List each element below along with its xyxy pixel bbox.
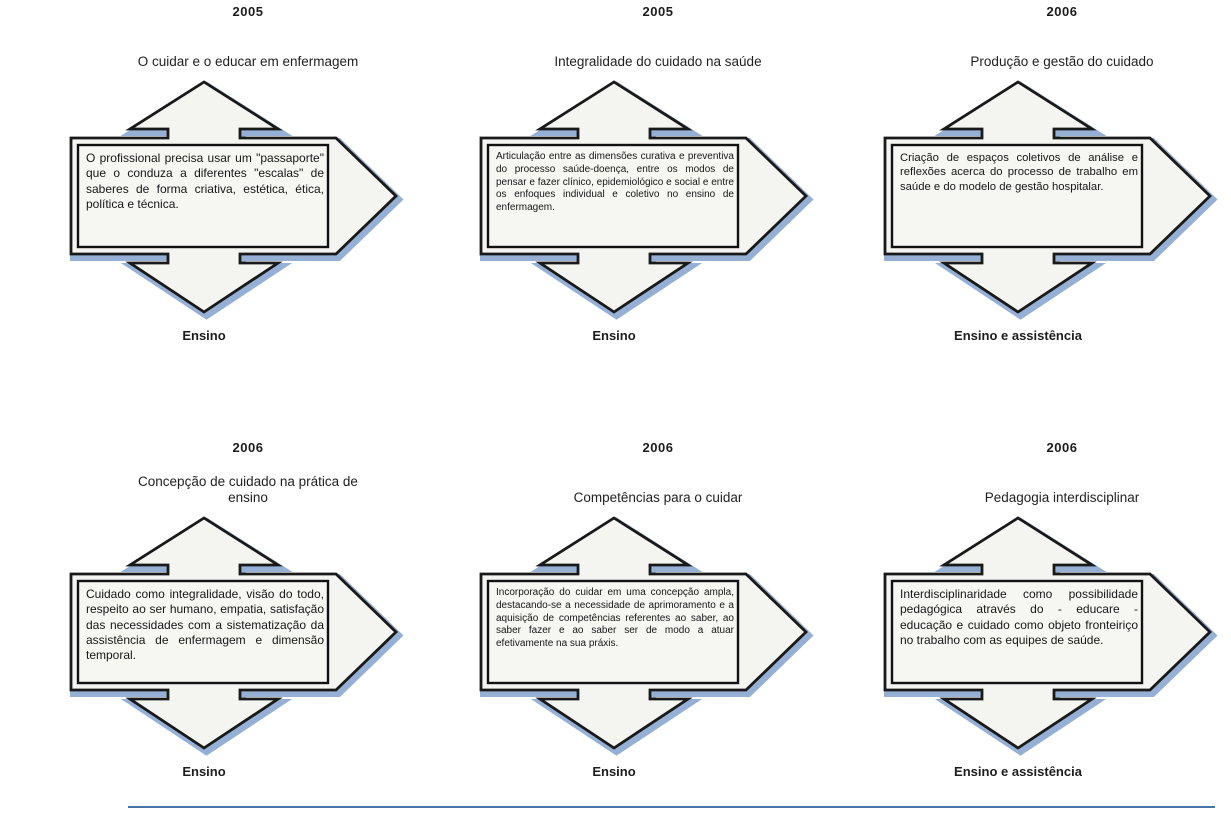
arrow-callout-shape: Cuidado como integralidade, visão do tod… — [58, 510, 420, 758]
panel-card: 2006 Competências para o cuidar Incorpor… — [468, 440, 848, 779]
bottom-divider-line — [128, 806, 1215, 808]
panel-tag: Ensino e assistência — [954, 328, 1082, 343]
panel-title: O cuidar e o educar em enfermagem — [137, 54, 359, 69]
panel-card: 2005 Integralidade do cuidado na saúde A… — [468, 4, 848, 343]
panel-card: 2005 O cuidar e o educar em enfermagem O… — [58, 4, 438, 343]
callout-body-text: Cuidado como integralidade, visão do tod… — [86, 587, 324, 663]
panel-title: Integralidade do cuidado na saúde — [554, 54, 762, 69]
callout-body-text: Articulação entre as dimensões curativa … — [496, 151, 734, 214]
arrow-callout-shape: Incorporação do cuidar em uma concepção … — [468, 510, 830, 758]
panel-tag: Ensino — [182, 328, 226, 343]
panel-title: Concepção de cuidado na prática de ensin… — [138, 474, 358, 505]
panel-year: 2006 — [642, 440, 674, 455]
panel-title: Competências para o cuidar — [573, 490, 743, 505]
panel-header: 2005 O cuidar e o educar em enfermagem — [58, 4, 438, 70]
panel-year: 2006 — [1046, 4, 1078, 19]
callout-body-text: Interdisciplinaridade como possibilidade… — [900, 587, 1138, 648]
panel-tag: Ensino e assistência — [954, 764, 1082, 779]
callout-body-text: O profissional precisa usar um "passapor… — [86, 151, 324, 212]
arrow-callout-shape: Interdisciplinaridade como possibilidade… — [872, 510, 1231, 758]
panel-tag: Ensino — [592, 328, 636, 343]
panel-year: 2005 — [642, 4, 674, 19]
callout-body-text: Criação de espaços coletivos de análise … — [900, 152, 1138, 193]
panel-header: 2006 Pedagogia interdisciplinar — [872, 440, 1231, 506]
arrow-callout-shape: O profissional precisa usar um "passapor… — [58, 74, 420, 322]
arrow-callout-shape: Articulação entre as dimensões curativa … — [468, 74, 830, 322]
panel-year: 2006 — [1046, 440, 1078, 455]
panel-card: 2006 Produção e gestão do cuidado Criaçã… — [872, 4, 1231, 343]
panel-card: 2006 Pedagogia interdisciplinar Interdis… — [872, 440, 1231, 779]
panel-year: 2006 — [232, 440, 264, 455]
panel-title: Produção e gestão do cuidado — [970, 54, 1154, 69]
panel-card: 2006 Concepção de cuidado na prática de … — [58, 440, 438, 779]
panel-header: 2006 Produção e gestão do cuidado — [872, 4, 1231, 70]
panel-tag: Ensino — [592, 764, 636, 779]
panel-header: 2006 Competências para o cuidar — [468, 440, 848, 506]
panel-header: 2006 Concepção de cuidado na prática de … — [58, 440, 438, 506]
panel-year: 2005 — [232, 4, 264, 19]
panel-tag: Ensino — [182, 764, 226, 779]
panel-header: 2005 Integralidade do cuidado na saúde — [468, 4, 848, 70]
arrow-callout-shape: Criação de espaços coletivos de análise … — [872, 74, 1231, 322]
callout-body-text: Incorporação do cuidar em uma concepção … — [496, 587, 734, 650]
panel-title: Pedagogia interdisciplinar — [984, 490, 1140, 505]
